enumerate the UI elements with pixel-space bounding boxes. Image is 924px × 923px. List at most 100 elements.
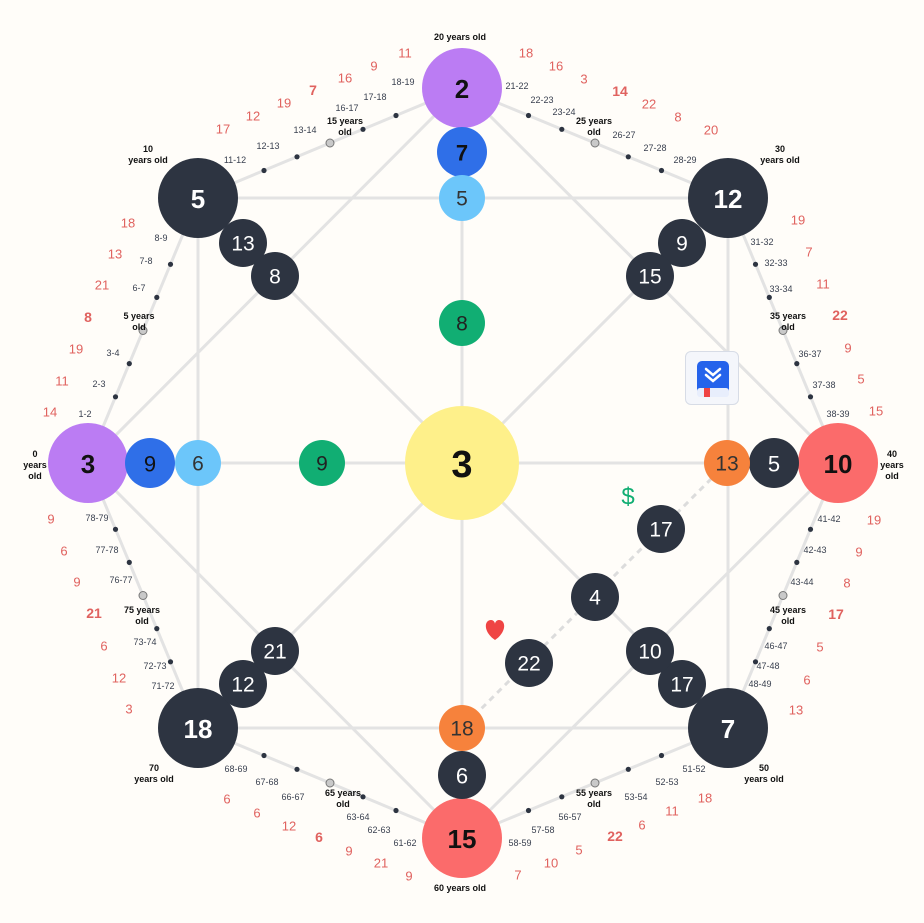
node-right[interactable]: 10 [798,423,878,503]
svg-text:5: 5 [191,184,205,214]
node-top-left[interactable]: 5 [158,158,238,238]
svg-text:12: 12 [231,674,254,697]
node-tr-1[interactable]: 9 [658,219,706,267]
node-love-1[interactable]: 22 [505,639,553,687]
svg-text:10: 10 [638,641,661,664]
age-range: 78-79 [85,513,108,523]
age-value: 9 [405,869,412,884]
age-value: 17 [828,606,844,622]
age-milestone-dot [325,778,335,788]
svg-text:22: 22 [517,653,540,676]
age-range: 61-62 [393,838,416,848]
age-range: 38-39 [826,409,849,419]
age-dot [261,752,267,759]
node-tl-2[interactable]: 8 [251,252,299,300]
age-value: 22 [832,307,848,323]
node-money-1[interactable]: 17 [637,505,685,553]
age-milestone-dot [138,326,148,335]
age-value: 9 [370,59,377,74]
node-bl-1[interactable]: 12 [219,660,267,708]
node-bottom-left[interactable]: 18 [158,688,238,768]
age-dot [658,167,665,174]
age-dot [766,626,772,632]
node-left-1[interactable]: 9 [125,438,175,488]
age-range: 57-58 [531,825,554,835]
age-value: 21 [86,605,102,621]
age-range: 43-44 [790,577,813,587]
age-value: 8 [843,576,850,591]
age-label-20: 20 years old [434,32,486,42]
node-top-1[interactable]: 7 [437,127,487,177]
node-left-2[interactable]: 6 [175,440,221,486]
age-range: 66-67 [281,792,304,802]
node-top[interactable]: 2 [422,48,502,128]
node-tr-2[interactable]: 15 [626,252,674,300]
age-range: 23-24 [552,107,575,117]
age-dot [794,361,800,367]
age-value: 6 [223,792,230,807]
age-range: 16-17 [335,103,358,113]
age-value: 18 [121,216,135,231]
node-bl-2[interactable]: 21 [251,627,299,675]
node-br-2[interactable]: 10 [626,627,674,675]
node-center[interactable]: 3 [405,406,519,520]
age-range: 77-78 [95,545,118,555]
age-dot [393,112,399,119]
age-range: 41-42 [817,514,840,524]
age-dot [625,766,631,772]
matrix-nodes: 2 10 15 3 12 7 18 5 3 7 5 8 9 6 9 5 13 6… [48,48,878,878]
node-bottom-1[interactable]: 6 [438,751,486,799]
age-value: 14 [43,405,57,420]
svg-text:15: 15 [448,824,477,854]
node-br-1[interactable]: 17 [658,660,706,708]
age-value: 22 [642,97,656,112]
age-dot [112,526,119,532]
age-range: 51-52 [682,764,705,774]
age-range: 36-37 [798,349,821,359]
node-top-3[interactable]: 8 [439,300,485,346]
age-value: 21 [95,278,109,293]
node-top-2[interactable]: 5 [439,175,485,221]
age-value: 6 [638,818,645,833]
age-dot [360,794,366,800]
age-milestone-dot [325,138,335,148]
age-value: 9 [47,512,54,527]
node-bottom-2[interactable]: 18 [439,705,485,751]
age-range: 31-32 [750,237,773,247]
age-dot [752,659,759,665]
age-range: 72-73 [143,661,166,671]
svg-text:5: 5 [768,452,780,477]
node-top-right[interactable]: 12 [688,158,768,238]
age-dot [625,154,631,160]
age-value: 16 [549,59,563,74]
node-money-2[interactable]: 4 [571,573,619,621]
node-right-2[interactable]: 13 [704,440,750,486]
node-bottom[interactable]: 15 [422,798,502,878]
node-bottom-right[interactable]: 7 [688,688,768,768]
book-button[interactable] [685,351,739,405]
age-value: 12 [282,819,296,834]
age-value: 21 [374,856,388,871]
age-value: 13 [789,703,803,718]
book-icon [697,361,729,397]
node-left-3[interactable]: 9 [299,440,345,486]
age-value: 18 [698,791,712,806]
svg-text:6: 6 [192,453,204,476]
age-value: 5 [857,372,864,387]
node-left[interactable]: 3 [48,423,128,503]
age-range: 53-54 [624,792,647,802]
age-value: 10 [544,856,558,871]
node-right-1[interactable]: 5 [749,438,799,488]
node-tl-1[interactable]: 13 [219,219,267,267]
age-dot [752,261,759,267]
age-milestone-dot [590,778,600,788]
